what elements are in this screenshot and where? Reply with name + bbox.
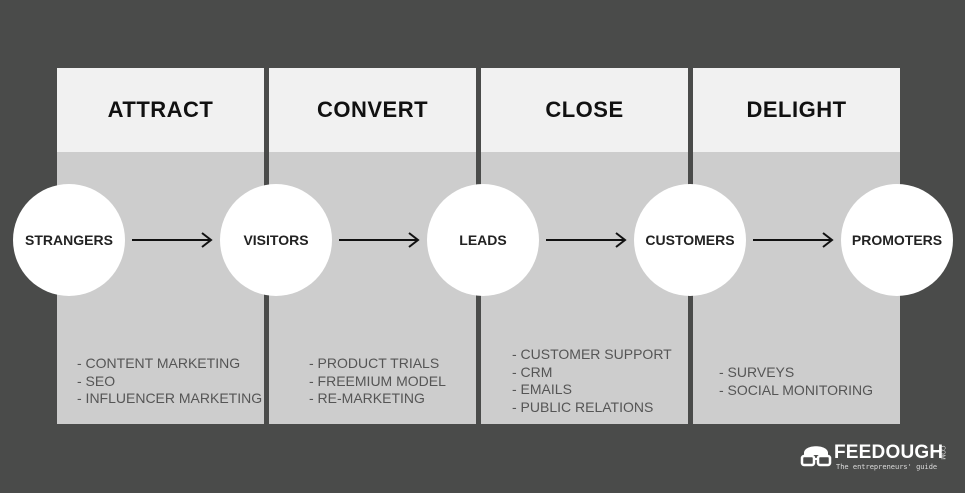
feedough-logo: FEEDOUGH .COM The entrepreneurs' guide [800,438,948,474]
tactic-item: - PRODUCT TRIALS [309,355,440,371]
node-label: STRANGERS [25,232,113,248]
node-strangers: STRANGERS [13,184,125,296]
tactic-item: - CONTENT MARKETING [77,355,241,371]
node-label: PROMOTERS [851,232,943,248]
node-promoters: PROMOTERS [841,184,953,296]
stage-header: ATTRACT [57,68,264,152]
tactic-item: - CRM [512,363,553,380]
tactic-item: - PUBLIC RELATIONS [512,398,654,415]
stage-tactics: - CONTENT MARKETING - SEO - INFLUENCER M… [77,355,263,408]
tactic-item: - SEO [77,372,116,389]
arrow-right-icon [339,232,420,248]
arrow-right-icon [753,232,834,248]
glasses-face-icon [800,446,832,467]
arrow-right-icon [546,232,627,248]
stage-header: CONVERT [269,68,476,152]
node-customers: CUSTOMERS [634,184,746,296]
stage-title: DELIGHT [746,97,847,122]
node-label: VISITORS [243,232,309,248]
stage-header: CLOSE [481,68,688,152]
tactic-item: - EMAILS [512,381,572,397]
stage-tactics: - SURVEYS - SOCIAL MONITORING [719,364,894,399]
stage-title: CLOSE [545,97,624,122]
tactic-item: - INFLUENCER MARKETING [77,390,263,406]
logo-suffix: .COM [939,444,945,460]
tactic-item: - RE-MARKETING [309,390,425,406]
logo-wordmark: FEEDOUGH [834,442,944,463]
node-label: CUSTOMERS [645,232,735,248]
arrow-right-icon [132,232,213,248]
stage-tactics: - PRODUCT TRIALS - FREEMIUM MODEL - RE-M… [309,355,470,408]
stage-title: ATTRACT [107,97,214,122]
stage-header: DELIGHT [693,68,900,152]
node-label: LEADS [459,232,507,248]
stage-title: CONVERT [316,97,429,122]
node-leads: LEADS [427,184,539,296]
logo-tagline: The entrepreneurs' guide [836,463,938,471]
tactic-item: - SURVEYS [719,364,795,380]
tactic-item: - CUSTOMER SUPPORT [512,346,672,362]
stage-delight: DELIGHT - SURVEYS - SOCIAL MONITORING [693,68,900,424]
tactic-item: - FREEMIUM MODEL [309,372,446,389]
node-visitors: VISITORS [220,184,332,296]
tactic-item: - SOCIAL MONITORING [719,381,874,398]
stage-tactics: - CUSTOMER SUPPORT - CRM - EMAILS - PUBL… [512,346,682,416]
